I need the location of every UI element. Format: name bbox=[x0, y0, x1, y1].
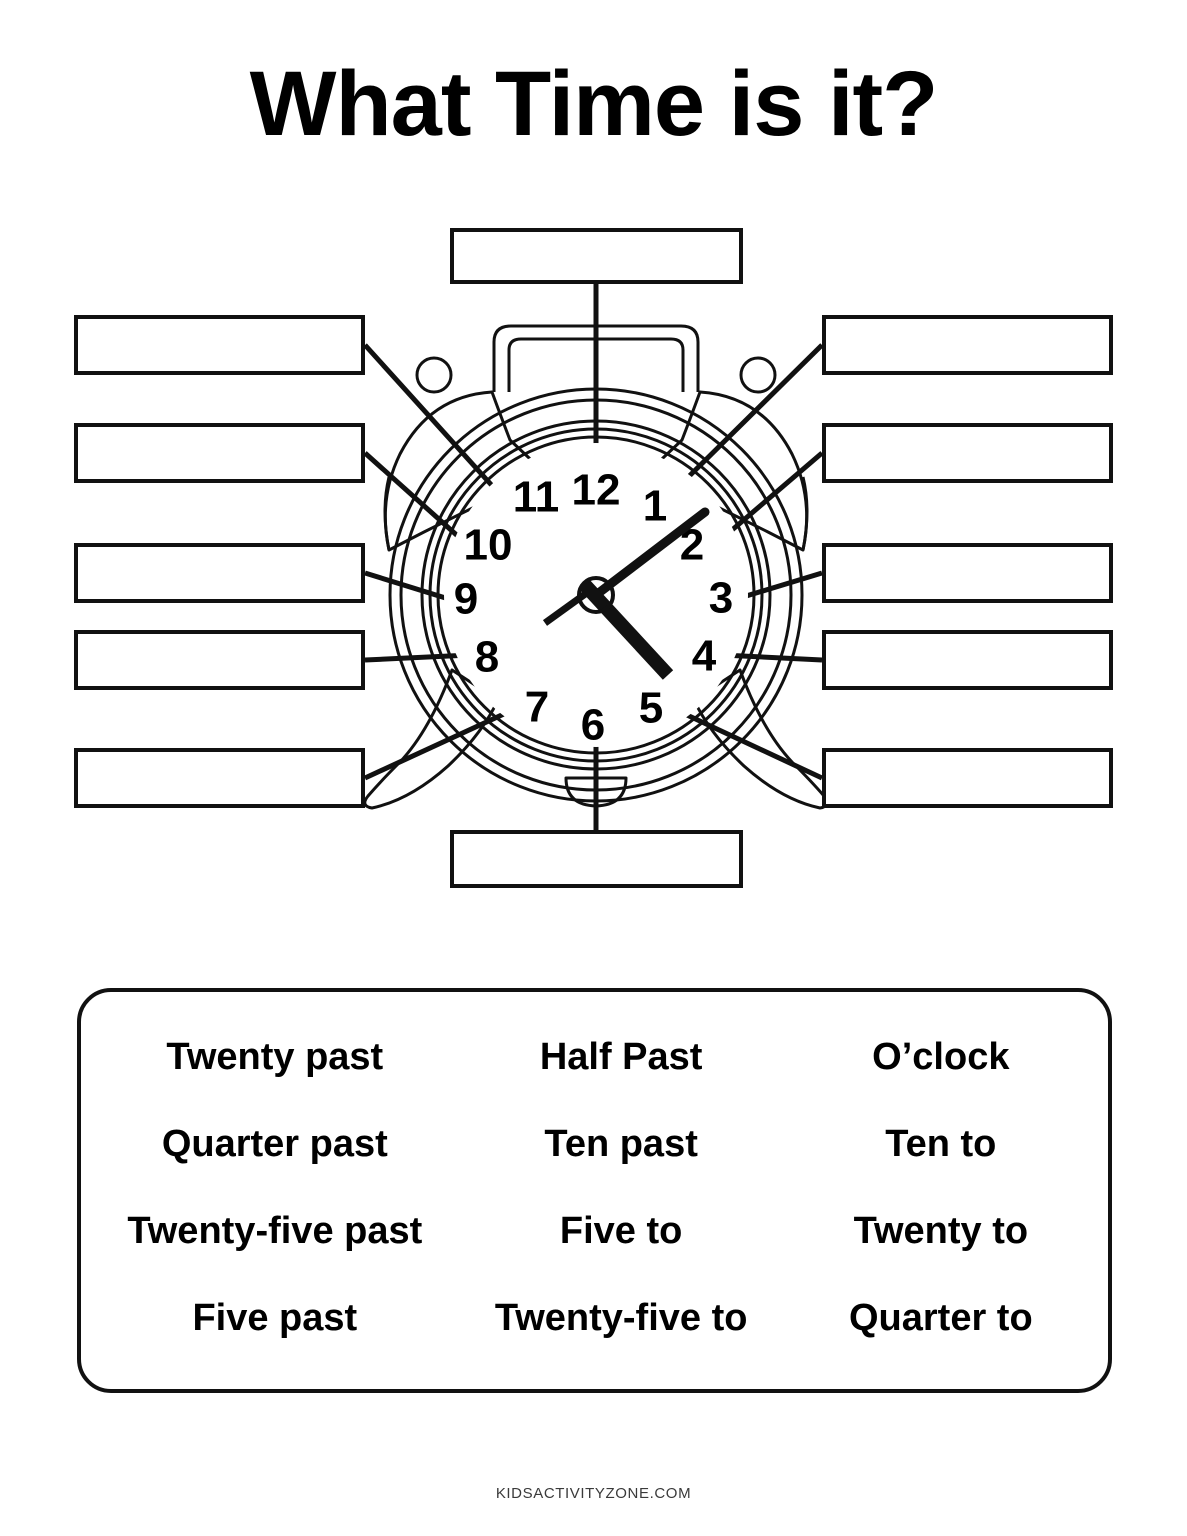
word-bank-item[interactable]: Quarter to bbox=[848, 1297, 1033, 1340]
minute-hand bbox=[591, 507, 710, 600]
clock-numeral-5: 5 bbox=[639, 684, 663, 733]
answer-box-top[interactable] bbox=[450, 228, 743, 284]
clock-numeral-8: 8 bbox=[475, 633, 499, 682]
clock-handle-outer bbox=[492, 324, 700, 392]
clock-center-pin bbox=[577, 576, 615, 614]
clock-numeral-1: 1 bbox=[643, 482, 667, 531]
clock-case-bezel bbox=[420, 419, 772, 771]
word-bank-item[interactable]: Ten past bbox=[544, 1122, 698, 1165]
word-bank-item[interactable]: Five to bbox=[559, 1210, 683, 1253]
answer-box-right-5[interactable] bbox=[822, 748, 1113, 808]
answer-box-left-3[interactable] bbox=[74, 543, 365, 603]
clock-handle-inner bbox=[507, 337, 685, 392]
answer-box-left-5[interactable] bbox=[74, 748, 365, 808]
clock-numeral-10: 10 bbox=[464, 521, 513, 570]
clock-case-outer-2 bbox=[399, 398, 793, 792]
clock-hands bbox=[542, 507, 710, 680]
clock-hammer-knob-right bbox=[739, 356, 777, 394]
word-bank-item[interactable]: Five past bbox=[192, 1297, 358, 1340]
clock-labeling-area: 12 1 2 3 4 5 6 7 8 9 10 11 bbox=[0, 200, 1187, 910]
clock-body-outline bbox=[363, 324, 829, 810]
word-bank-item[interactable]: Twenty past bbox=[166, 1035, 384, 1078]
answer-box-left-2[interactable] bbox=[74, 423, 365, 483]
word-bank-item[interactable]: Ten to bbox=[885, 1122, 997, 1165]
connector-line-1 bbox=[663, 343, 824, 502]
word-bank-row: Quarter past Ten past Ten to bbox=[95, 1122, 1094, 1165]
connector-line-7 bbox=[363, 705, 519, 781]
answer-box-right-2[interactable] bbox=[822, 423, 1113, 483]
answer-box-bottom[interactable] bbox=[450, 830, 743, 888]
clock-numerals: 12 1 2 3 4 5 6 7 8 9 10 11 bbox=[454, 466, 733, 750]
clock-numeral-12: 12 bbox=[572, 466, 621, 515]
connector-line-8 bbox=[364, 652, 471, 663]
word-bank-item[interactable]: Half Past bbox=[539, 1035, 703, 1078]
connector-line-4 bbox=[721, 652, 823, 663]
page-title: What Time is it? bbox=[249, 53, 939, 155]
word-bank: Twenty past Half Past O’clock Quarter pa… bbox=[77, 988, 1112, 1393]
clock-numeral-7: 7 bbox=[525, 683, 549, 732]
answer-box-right-3[interactable] bbox=[822, 543, 1113, 603]
word-bank-item[interactable]: Twenty-five past bbox=[127, 1210, 423, 1253]
word-bank-item[interactable]: Twenty to bbox=[853, 1210, 1029, 1253]
clock-numeral-3: 3 bbox=[709, 574, 733, 623]
word-bank-row: Twenty-five past Five to Twenty to bbox=[95, 1210, 1094, 1253]
answer-box-left-1[interactable] bbox=[74, 315, 365, 375]
answer-box-left-4[interactable] bbox=[74, 630, 365, 690]
clock-case-bezel-2 bbox=[428, 427, 764, 763]
clock-face-ring bbox=[436, 435, 756, 755]
clock-numeral-4: 4 bbox=[692, 632, 717, 681]
clock-numeral-6: 6 bbox=[581, 701, 605, 750]
word-bank-row: Five past Twenty-five to Quarter to bbox=[95, 1299, 1094, 1339]
site-footer: KIDSACTIVITYZONE.COM bbox=[495, 1485, 692, 1502]
word-bank-row: Twenty past Half Past O’clock bbox=[95, 1035, 1094, 1078]
clock-case-outer bbox=[388, 387, 804, 803]
word-bank-item[interactable]: Twenty-five to bbox=[494, 1297, 748, 1340]
clock-bell-right-edge bbox=[801, 476, 809, 551]
connector-line-2 bbox=[716, 451, 824, 544]
clock-hammer-knob-left bbox=[415, 356, 453, 394]
hour-hand bbox=[578, 579, 674, 680]
answer-box-right-4[interactable] bbox=[822, 630, 1113, 690]
clock-numeral-11: 11 bbox=[513, 473, 560, 522]
connector-line-10 bbox=[363, 451, 472, 549]
clock-numeral-9: 9 bbox=[454, 575, 478, 624]
word-bank-item[interactable]: Quarter past bbox=[161, 1122, 388, 1165]
word-bank-item[interactable]: O’clock bbox=[872, 1035, 1010, 1078]
answer-box-right-1[interactable] bbox=[822, 315, 1113, 375]
alarm-clock-illustration: 12 1 2 3 4 5 6 7 8 9 10 11 bbox=[363, 282, 829, 840]
clock-bell-left-edge bbox=[383, 476, 391, 551]
